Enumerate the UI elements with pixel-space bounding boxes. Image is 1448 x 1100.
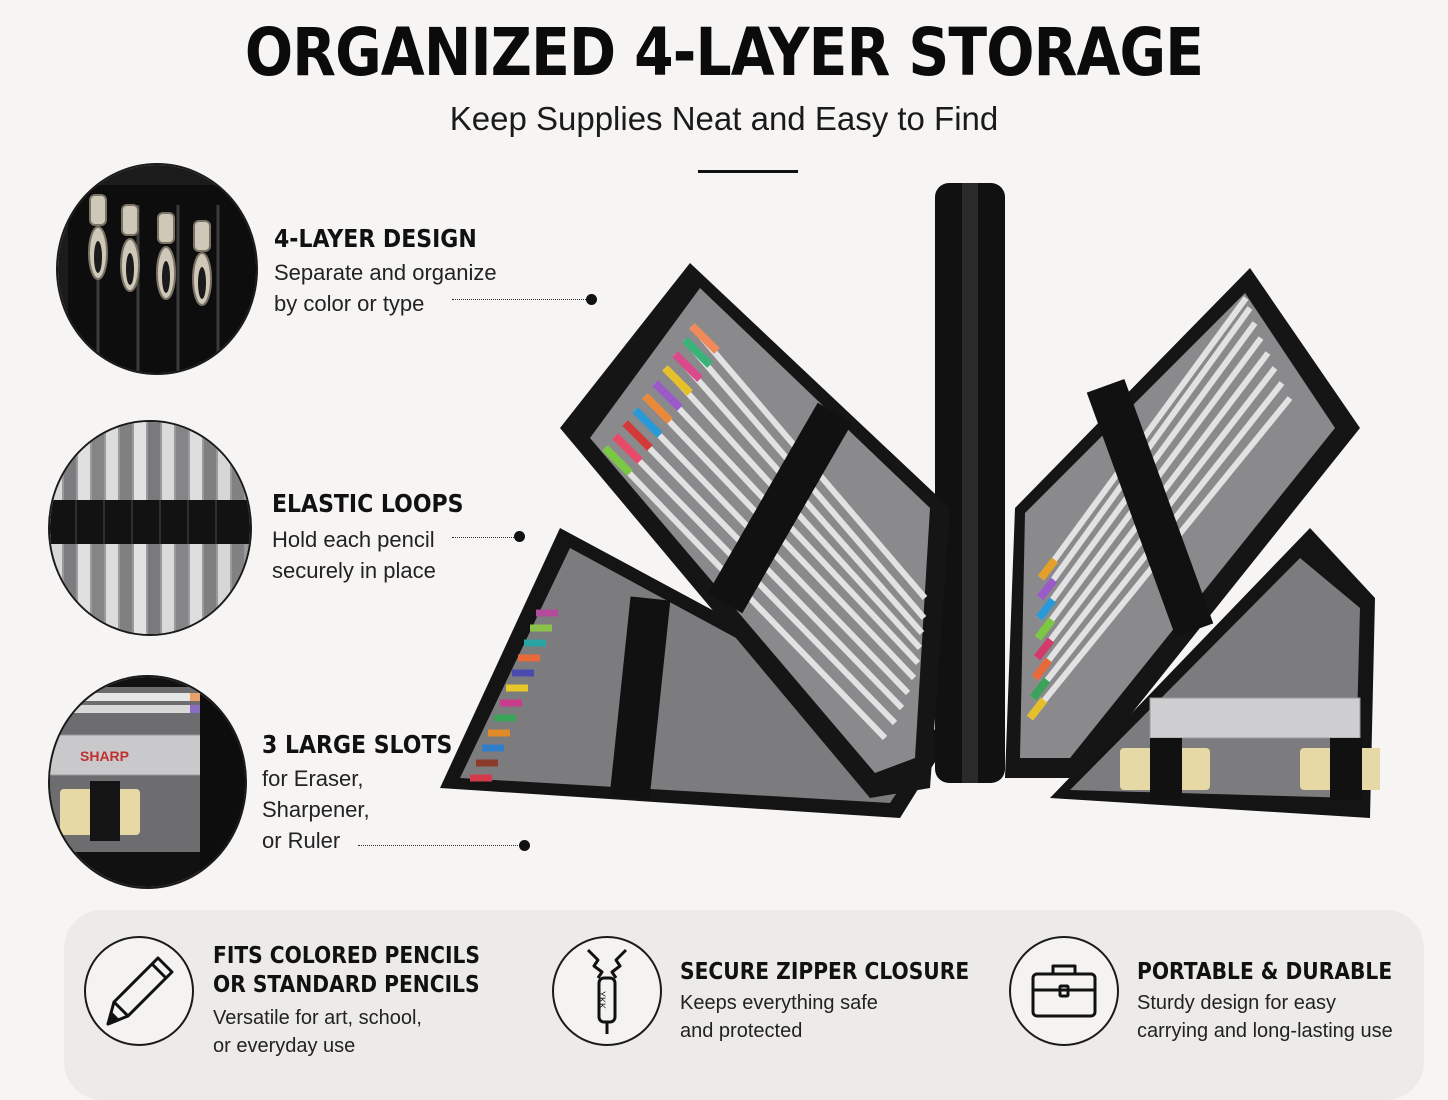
feature-line: for Eraser, [262, 766, 364, 791]
bottom-feature-line: Sturdy design for easy [1137, 992, 1336, 1014]
leader-dot [514, 531, 525, 542]
bottom-feature-title: PORTABLE & DURABLE [1137, 959, 1393, 985]
feature-title: ELASTIC LOOPS [272, 489, 464, 518]
page-subtitle: Keep Supplies Neat and Easy to Find [449, 100, 999, 137]
elastic-loops-image [48, 420, 252, 636]
zipper-pulls-image [56, 163, 258, 375]
leader-line [358, 845, 520, 846]
bottom-feature-title: FITS COLORED PENCILS [213, 943, 480, 969]
feature-large-slots: 3 LARGE SLOTS for Eraser, Sharpener, or … [262, 730, 478, 856]
bottom-feature-pencils: FITS COLORED PENCILS OR STANDARD PENCILS… [213, 942, 516, 1060]
bottom-feature-title: SECURE ZIPPER CLOSURE [680, 959, 970, 985]
leader-line [452, 537, 514, 538]
feature-4-layer: 4-LAYER DESIGN Separate and organize by … [274, 224, 504, 319]
bottom-feature-line: carrying and long-lasting use [1137, 1020, 1393, 1042]
title-divider [698, 170, 798, 173]
bottom-features-panel [64, 910, 1424, 1100]
bottom-feature-title: OR STANDARD PENCILS [213, 972, 480, 998]
feature-line: by color or type [274, 291, 425, 316]
bottom-feature-line: Versatile for art, school, [213, 1007, 422, 1029]
feature-line: Separate and organize [274, 260, 497, 285]
page-title: ORGANIZED 4-LAYER STORAGE [244, 14, 1204, 91]
eraser-slot-image: SHARP [48, 675, 247, 889]
feature-line: Sharpener, [262, 797, 370, 822]
feature-elastic-loops: ELASTIC LOOPS Hold each pencil securely … [272, 489, 490, 586]
bottom-feature-line: Keeps everything safe [680, 992, 878, 1014]
bottom-feature-zipper: SECURE ZIPPER CLOSURE Keeps everything s… [680, 958, 1009, 1045]
feature-line: or Ruler [262, 828, 341, 853]
svg-text:YKK: YKK [597, 991, 607, 1009]
zipper-icon: YKK [552, 936, 662, 1046]
leader-line [452, 299, 588, 300]
pencil-case-image [440, 183, 1380, 818]
feature-title: 4-LAYER DESIGN [274, 224, 477, 253]
ruler-brand: SHARP [80, 748, 129, 764]
pencil-icon [84, 936, 194, 1046]
briefcase-icon [1009, 936, 1119, 1046]
bottom-feature-line: and protected [680, 1020, 803, 1042]
feature-title: 3 LARGE SLOTS [262, 730, 453, 759]
leader-dot [586, 294, 597, 305]
leader-dot [519, 840, 530, 851]
bottom-feature-line: or everyday use [213, 1035, 356, 1057]
feature-line: Hold each pencil [272, 527, 435, 552]
feature-line: securely in place [272, 558, 436, 583]
bottom-feature-portable: PORTABLE & DURABLE Sturdy design for eas… [1137, 958, 1427, 1045]
